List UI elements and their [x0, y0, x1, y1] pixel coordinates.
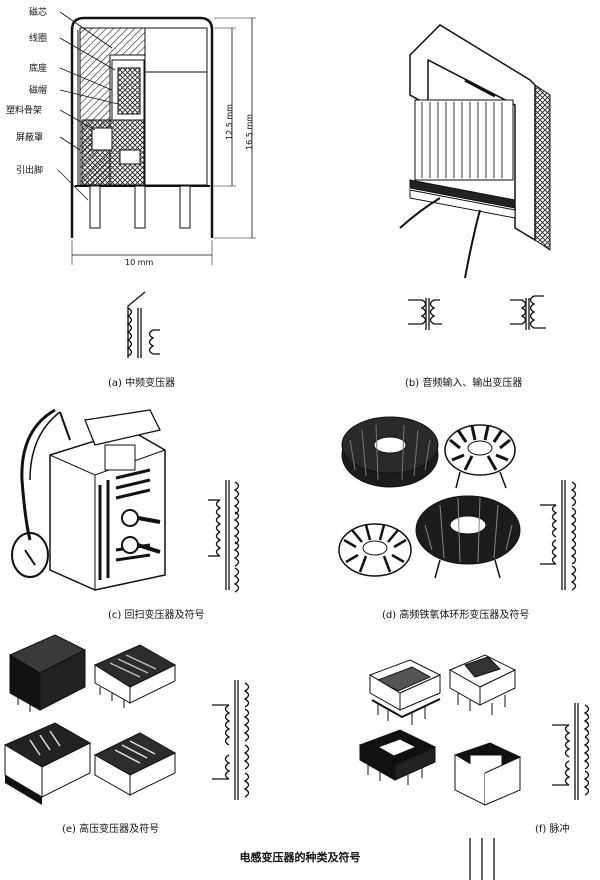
dim-height-inner: 12.5 mm — [225, 104, 234, 140]
label-coil: 线圈 — [29, 34, 48, 44]
panel-e: (e) 高压变压器及符号 — [0, 625, 300, 840]
dim-height-outer: 16.5 mm — [245, 114, 254, 150]
if-transformer-drawing — [57, 11, 256, 358]
pulse-transformer-drawing — [358, 654, 590, 880]
label-bobbin: 塑料骨架 — [6, 106, 43, 116]
label-cap: 磁帽 — [29, 86, 48, 96]
panel-b: (b) 音频输入、输出变压器 — [300, 0, 600, 400]
caption-a: (a) 中频变压器 — [108, 378, 176, 389]
panel-d: (d) 高频铁氧体环形变压器及符号 — [300, 400, 600, 625]
flyback-transformer-drawing — [11, 408, 240, 593]
label-base: 底座 — [29, 64, 48, 74]
caption-e: (e) 高压变压器及符号 — [62, 824, 160, 835]
caption-d: (d) 高频铁氧体环形变压器及符号 — [382, 610, 530, 621]
label-shield: 屏蔽罩 — [16, 133, 44, 143]
panel-a: 磁芯 线圈 底座 磁帽 塑料骨架 屏蔽罩 引出脚 10 mm 12.5 mm 1… — [0, 0, 300, 400]
figure-main-caption: 电感变压器的种类及符号 — [239, 851, 361, 864]
dim-width: 10 mm — [125, 258, 154, 267]
label-core: 磁芯 — [29, 8, 48, 18]
panel-c: (c) 回扫变压器及符号 — [0, 400, 300, 625]
caption-c: (c) 回扫变压器及符号 — [108, 610, 205, 621]
toroid-transformer-drawing — [338, 416, 577, 591]
label-pins: 引出脚 — [16, 166, 44, 176]
audio-transformer-drawing — [399, 24, 551, 330]
caption-f: (f) 脉冲 — [535, 824, 570, 835]
hv-transformer-drawing — [3, 634, 250, 805]
caption-b: (b) 音频输入、输出变压器 — [405, 378, 523, 389]
panel-f: (f) 脉冲 — [300, 625, 600, 880]
